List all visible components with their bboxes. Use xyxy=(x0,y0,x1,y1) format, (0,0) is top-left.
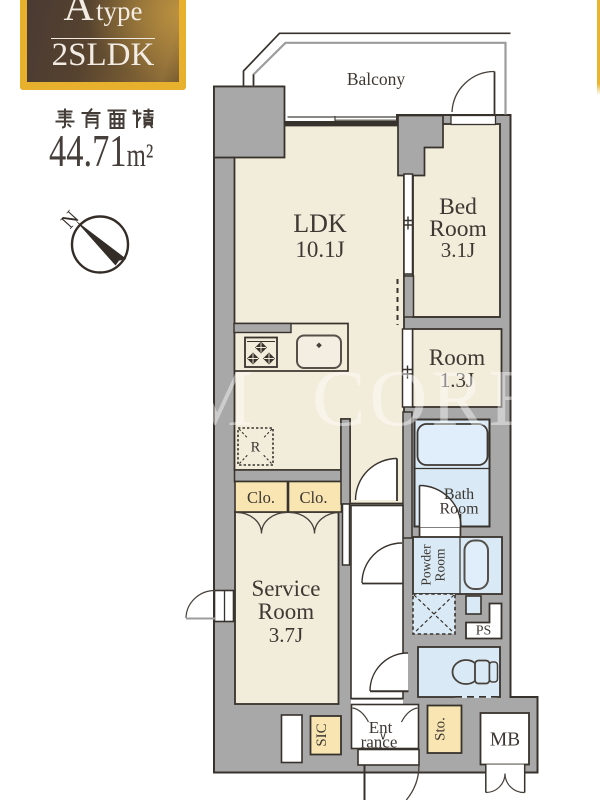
svg-text:Service: Service xyxy=(252,576,321,601)
svg-text:rance: rance xyxy=(361,733,398,752)
svg-text:Room: Room xyxy=(433,548,448,582)
svg-text:Clo.: Clo. xyxy=(300,488,328,507)
svg-text:3.7J: 3.7J xyxy=(269,623,303,647)
svg-text:Room: Room xyxy=(258,599,314,624)
svg-text:R: R xyxy=(251,440,261,456)
svg-text:Balcony: Balcony xyxy=(347,69,406,89)
svg-text:Room: Room xyxy=(439,501,479,518)
svg-text:3.1J: 3.1J xyxy=(441,238,475,262)
svg-text:Room: Room xyxy=(429,345,485,370)
svg-text:LDK: LDK xyxy=(293,209,347,238)
svg-text:Clo.: Clo. xyxy=(247,488,275,507)
svg-text:Bath: Bath xyxy=(444,486,474,503)
svg-text:MB: MB xyxy=(490,730,520,751)
svg-text:10.1J: 10.1J xyxy=(295,237,344,262)
svg-text:Ent: Ent xyxy=(369,718,393,737)
svg-text:∨: ∨ xyxy=(379,731,387,743)
svg-text:Room: Room xyxy=(429,216,486,242)
svg-text:Powder: Powder xyxy=(419,544,434,586)
svg-text:SIC: SIC xyxy=(314,723,330,746)
svg-text:Sto.: Sto. xyxy=(433,717,449,741)
svg-text:Bed: Bed xyxy=(439,194,477,220)
svg-text:1.3J: 1.3J xyxy=(440,368,474,392)
svg-text:PS: PS xyxy=(476,624,492,639)
